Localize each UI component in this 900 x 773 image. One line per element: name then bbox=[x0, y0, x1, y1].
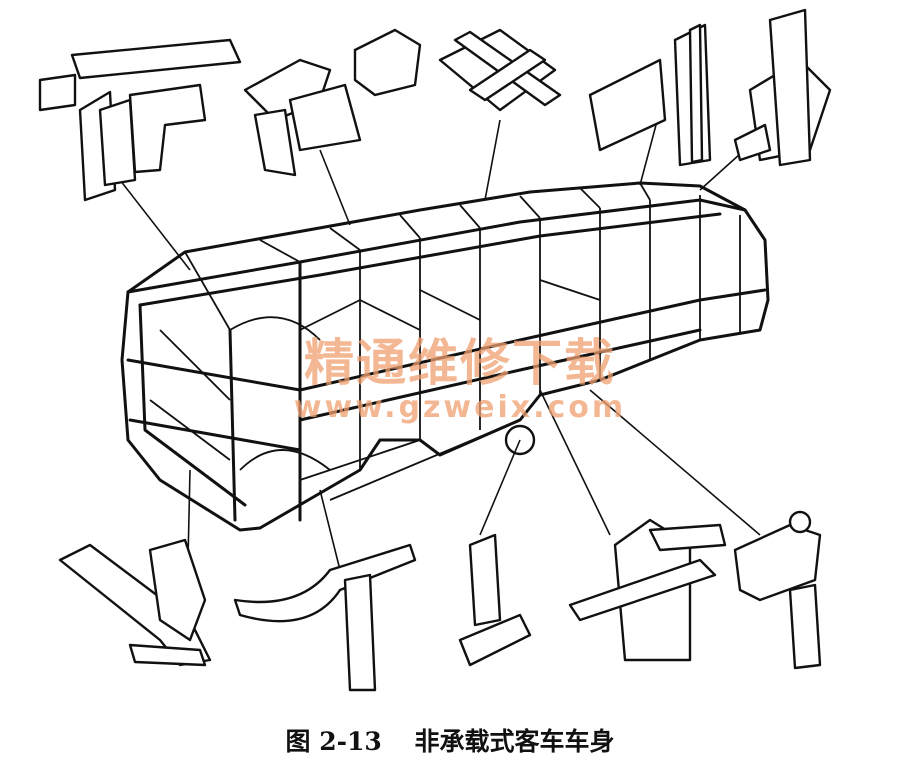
detail-rear-corner bbox=[733, 8, 832, 167]
bus-frame bbox=[120, 181, 770, 532]
detail-roof-front-brackets bbox=[38, 38, 242, 202]
detail-wheel-arch bbox=[233, 543, 417, 692]
detail-side-floor-joint bbox=[568, 518, 727, 662]
detail-rear-floor-corner bbox=[733, 510, 822, 670]
detail-roof-joint bbox=[243, 28, 422, 177]
detail-side-pillar-top bbox=[588, 23, 712, 167]
figure-title: 非承载式客车车身 bbox=[414, 727, 615, 756]
detail-front-floor-frame bbox=[58, 538, 212, 667]
bus-body-frame-diagram bbox=[38, 8, 832, 692]
callout-leader-lines bbox=[119, 109, 761, 591]
figure-number: 图 2-13 bbox=[285, 727, 382, 756]
figure-caption: 图 2-13 非承载式客车车身 bbox=[0, 722, 900, 758]
detail-roof-cross-member bbox=[438, 28, 562, 112]
detail-floor-pillar bbox=[458, 533, 532, 667]
